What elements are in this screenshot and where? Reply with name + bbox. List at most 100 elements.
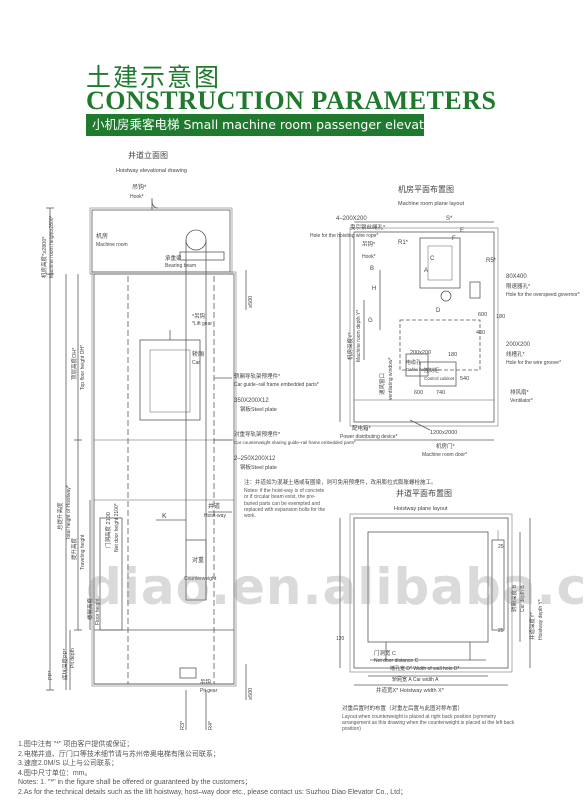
page-title-cn: 土建示意图: [86, 63, 222, 92]
hoist-plan-caption-en: Layout when counterweight is placed at r…: [342, 714, 515, 732]
note-line-2: 2.电梯井道、厅门口等技术细节请与苏州帝奥电梯有限公司联系；: [18, 750, 220, 758]
wire-groove-en: Hole for the wire groove*: [506, 360, 561, 366]
mp-b: B: [370, 266, 374, 272]
machine-room-plan: [339, 221, 499, 441]
hp-dim-120: 120: [336, 636, 345, 642]
mp-g: G: [368, 318, 373, 324]
wire-hole-cn: 曳引钢丝绳孔*: [350, 223, 386, 231]
mp-d: D: [436, 308, 441, 314]
pit-depth-dim-en: Pit depth: [70, 648, 76, 668]
hoist-plan-title-cn: 井道平面布置图: [396, 488, 452, 498]
control-cabinet-cn: 控制柜: [424, 367, 439, 374]
mp-hook-en: Hook*: [362, 254, 376, 260]
note-cn: 注：井道如为混凝土墙或有圈梁，则可免用预埋件，改用膨拉式膨胀螺栓施工。: [244, 478, 437, 486]
door-width-dim-en: Net door distance C: [374, 658, 419, 664]
mp-a: A: [424, 268, 428, 274]
mp-dim-200x200: 200x200: [410, 350, 431, 356]
pit-gear-cn: 吊钩: [200, 678, 212, 686]
elevation-title-cn: 井道立面图: [128, 150, 168, 160]
car-label: 轿厢: [192, 350, 204, 358]
wire-groove-cn: 线槽孔*: [506, 350, 526, 358]
mr-door-cn: 机房门*: [436, 442, 456, 450]
mp-dim-460: 460: [476, 330, 485, 336]
vent-window-cn: 通风窗口: [378, 373, 386, 395]
mp-dim-600-a: 600: [414, 390, 423, 396]
machine-plan-title-en: Machine room plane layout: [398, 201, 465, 207]
hoist-plan-caption-cn: 对重后置时的布置（对重左后置与此图对称布置）: [342, 704, 463, 712]
note-line-6: 2.As for the technical details such as t…: [18, 788, 407, 796]
car-label-en: Car: [192, 360, 200, 366]
machine-plan-title-cn: 机房平面布置图: [398, 184, 454, 194]
steel-plate-size-1: 350X200X12: [234, 398, 269, 404]
wire-hole-size: 4–200X200: [336, 216, 367, 222]
mp-dim-540: 540: [460, 376, 469, 382]
mp-dim-180-a: 180: [448, 352, 457, 358]
door-width-dim: 门洞宽 C: [374, 649, 396, 657]
cable-hole-cn: 电缆孔: [406, 359, 421, 366]
subtitle-banner: 小机房乘客电梯 Small machine room passenger ele…: [86, 114, 437, 136]
page-title-en: CONSTRUCTION PARAMETERS: [86, 86, 497, 115]
mp-h: H: [372, 286, 376, 292]
power-device-en: Power distributing device*: [340, 434, 398, 440]
note-line-3: 3.速度2.0M/S 以上与公司联系；: [18, 760, 118, 767]
mp-f: F: [452, 236, 456, 242]
mr-depth-cn: 机房深度Y*: [346, 331, 354, 360]
hoistway-label: 井道: [208, 502, 220, 510]
watermark: diao.en.alibaba.com: [86, 558, 587, 616]
machine-room-height-dim: 机房高度*≥2800*: [40, 236, 48, 278]
machine-room-label-en: Machine room: [96, 242, 128, 248]
mp-c: C: [430, 256, 435, 262]
traveling-height-dim: 提升高度: [70, 537, 78, 560]
hoistway-plan: [339, 513, 531, 686]
top-floor-height-dim: 顶层高度OH*: [70, 347, 78, 380]
r5-dim: R5*: [486, 258, 497, 264]
hoist-width-dim: 井道宽X* Hoistway width X*: [376, 686, 445, 694]
floor-height-dim-en: Floor height: [95, 598, 101, 625]
car-depth-en: Car depth B: [520, 585, 526, 612]
s-dim: S*: [446, 216, 453, 222]
machine-room-height-dim-en: Machine room height≥2800*: [49, 215, 55, 278]
mr-depth-en: Machine room depth Y*: [356, 310, 362, 362]
hoist-depth-cn: 井道深度Y*: [528, 611, 536, 640]
pit-depth-dim: 底坑深度PP*: [61, 648, 69, 680]
bearing-beam-label-en: Bearing beam: [165, 263, 196, 269]
mp-dim-740: 740: [436, 390, 445, 396]
total-height-dim-en: Total height of Hoistway*: [66, 485, 72, 540]
traveling-height-dim-en: Traveling height: [80, 534, 86, 570]
gear-clearance-top: ≥500: [248, 296, 254, 308]
mp-dim-180-b: 180: [496, 314, 505, 320]
pp-dim: PP*: [48, 670, 54, 680]
hook-label-en: Hook*: [130, 194, 144, 200]
note-line-4: 4.图中尺寸单位：mm。: [18, 769, 92, 777]
mr-door-size: 1200x2000: [430, 430, 457, 436]
top-floor-height-dim-en: Top floor height OH*: [80, 345, 86, 390]
steel-plate-label-1: 钢板Steel plate: [240, 405, 277, 413]
hoistway-label-en: Hoist-way: [204, 513, 226, 519]
hp-dim-25-a: 25: [498, 544, 504, 550]
lift-gear-label: *Lift gear: [192, 321, 212, 327]
car-depth-cn: 轿厢深度 B: [510, 584, 518, 612]
hook-label: 吊钩*: [132, 183, 147, 191]
r1-dim: R1*: [398, 240, 409, 246]
r3-dim: R3*: [180, 720, 186, 730]
hoist-depth-en: Hoistway depth Y*: [538, 599, 544, 640]
ventilator-en: Ventilator*: [510, 398, 533, 404]
vent-window-en: ventilating window*: [388, 357, 394, 400]
wire-hole-en: Hole for the hoisting wire rope*: [310, 233, 378, 239]
total-height-dim: 总提升高度: [56, 502, 64, 530]
bearing-beam-label: 承重梁: [165, 254, 182, 262]
note-line-5: Notes: 1. "*" in the figure shall be off…: [18, 779, 252, 786]
k-label: K: [162, 513, 167, 520]
wire-groove-size: 200X200: [506, 342, 531, 348]
cw-guide-label-en: Car counterweight sharing guide–rail fra…: [234, 440, 356, 445]
cable-hole-en: Cable hole: [406, 367, 428, 372]
notes-block: 1.图中注有 "*" 项由客户提供或保证； 2.电梯井道、厅门口等技术细节请与苏…: [18, 740, 578, 797]
guide-rail-label-en: Car guide–rail frame embedded parts*: [234, 382, 319, 388]
control-cabinet-en: Control cabinet: [424, 376, 455, 381]
door-height-dim-en: Net door height 2100*: [114, 503, 120, 552]
mp-hook: 吊钩*: [362, 240, 376, 248]
machine-room-label: 机房: [96, 232, 108, 240]
wall-hole-dim: 墙孔宽 D* Width of wall hole D*: [390, 665, 460, 672]
note-line-1: 1.图中注有 "*" 项由客户提供或保证；: [18, 741, 134, 748]
